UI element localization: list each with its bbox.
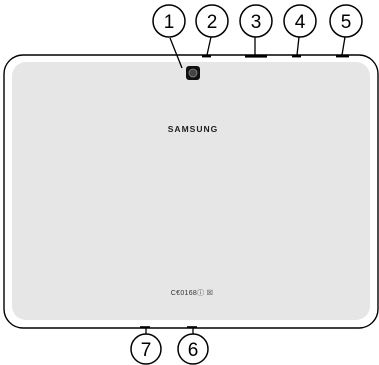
- top-edge-mark-3: [245, 55, 267, 57]
- tablet-back-panel: [12, 62, 370, 320]
- leader-line-2: [207, 37, 211, 55]
- callout-6: 6: [178, 334, 208, 364]
- top-edge-mark-4: [292, 55, 301, 57]
- callout-number: 7: [141, 340, 152, 361]
- callout-3: 3: [240, 5, 272, 37]
- callout-1: 1: [153, 5, 185, 37]
- leader-line-4: [297, 37, 299, 55]
- bottom-edge-mark-6: [187, 326, 197, 328]
- callout-number: 2: [207, 12, 218, 33]
- callout-2: 2: [196, 5, 228, 37]
- top-edge-mark-5: [336, 55, 349, 57]
- callout-number: 5: [341, 12, 352, 33]
- bottom-edge-mark-7: [140, 326, 150, 328]
- callout-number: 3: [251, 12, 262, 33]
- callout-number: 4: [295, 12, 306, 33]
- callout-number: 1: [164, 12, 175, 33]
- top-edge-mark-2: [202, 55, 211, 57]
- callout-5: 5: [330, 5, 362, 37]
- callout-7: 7: [131, 334, 161, 364]
- regulatory-marks: C€0168ⓘ ☒: [171, 289, 213, 297]
- rear-camera-icon: [186, 66, 200, 80]
- leader-line-5: [342, 37, 345, 55]
- brand-logo-text: SAMSUNG: [168, 124, 218, 134]
- callout-number: 6: [188, 340, 199, 361]
- callout-4: 4: [284, 5, 316, 37]
